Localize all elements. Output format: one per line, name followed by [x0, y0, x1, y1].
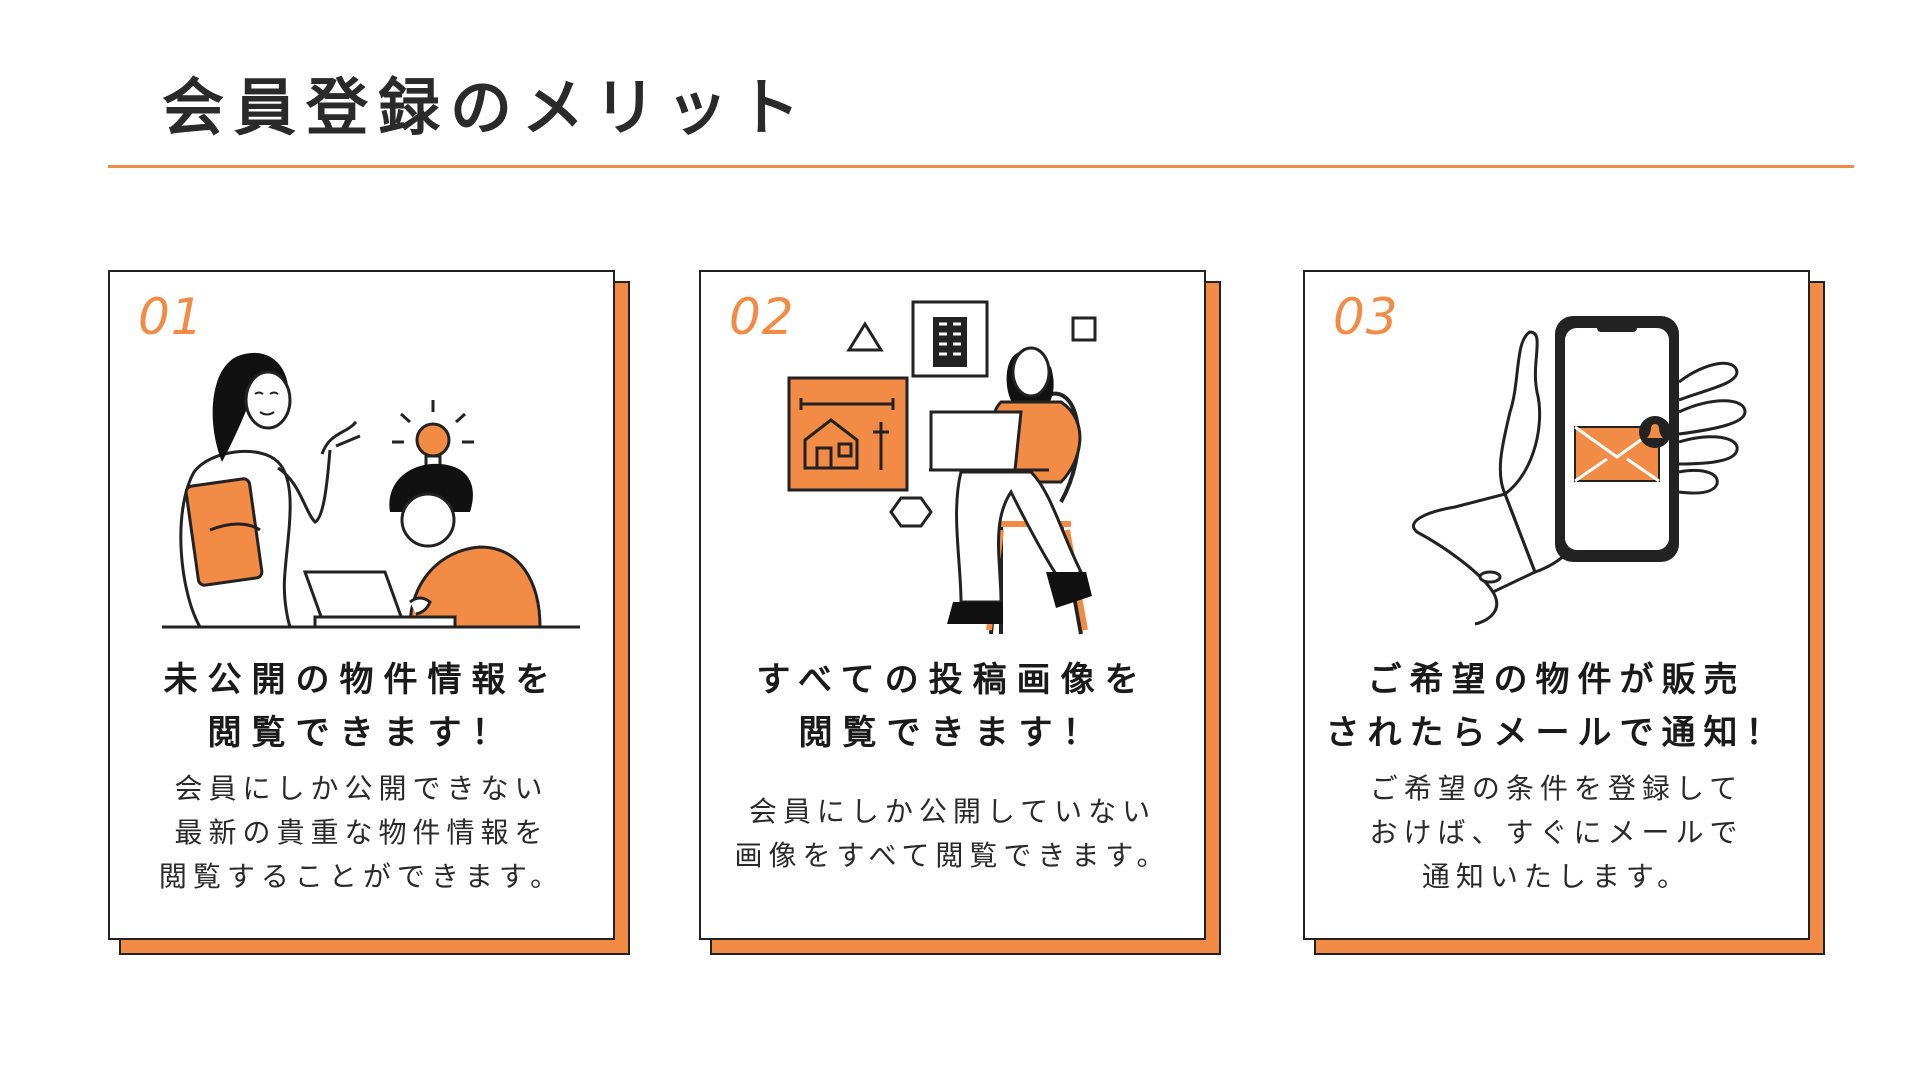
- card-description: 会員にしか公開できない 最新の貴重な物件情報を 閲覧することができます。: [110, 767, 613, 899]
- page-title: 会員登録のメリット: [162, 71, 811, 144]
- card-heading: すべての投稿画像を 閲覧できます！: [701, 654, 1204, 760]
- card-description-line: おけば、すぐにメールで: [1369, 816, 1744, 849]
- title-divider: [108, 165, 1854, 168]
- card-description-line: 会員にしか公開していない: [748, 795, 1157, 828]
- hand-holding-phone-mail-illustration: [1412, 316, 1747, 626]
- card-heading-line: 未公開の物件情報を: [163, 660, 560, 700]
- card-heading-line: 閲覧できます！: [207, 713, 516, 753]
- card-number: 01: [138, 288, 204, 346]
- card-heading-line: ご希望の物件が販売: [1367, 660, 1746, 700]
- benefit-card-1: 01 未公開の物件情報を 閲覧できます！ 会員にしか公開できない: [108, 270, 615, 940]
- card-number: 02: [729, 288, 795, 346]
- benefit-card-3: 03 ご希望の物件が販売 されたらメールで通知！ ご希望の条件を登録して おけば…: [1303, 270, 1810, 940]
- card-description-line: 最新の貴重な物件情報を: [174, 816, 549, 849]
- card-heading-line: すべての投稿画像を: [756, 660, 1149, 700]
- card-description-line: 通知いたします。: [1421, 860, 1692, 893]
- card-description-line: 会員にしか公開できない: [174, 772, 549, 805]
- woman-and-child-laptop-illustration: [162, 352, 580, 629]
- card-heading: 未公開の物件情報を 閲覧できます！: [110, 654, 613, 760]
- card-heading-line: 閲覧できます！: [798, 713, 1107, 753]
- card-description-line: 閲覧することができます。: [158, 860, 565, 893]
- card-description: 会員にしか公開していない 画像をすべて閲覧できます。: [701, 790, 1204, 878]
- card-description: ご希望の条件を登録して おけば、すぐにメールで 通知いたします。: [1305, 767, 1808, 899]
- card-description-line: 画像をすべて閲覧できます。: [734, 839, 1171, 872]
- card-description-line: ご希望の条件を登録して: [1369, 772, 1744, 805]
- benefit-card-2: 02 すべての投稿画像を 閲覧できま: [699, 270, 1206, 940]
- card-heading-line: されたらメールで通知！: [1325, 713, 1788, 753]
- woman-browsing-house-images-illustration: [787, 300, 1097, 635]
- card-heading: ご希望の物件が販売 されたらメールで通知！: [1305, 654, 1808, 760]
- card-number: 03: [1333, 288, 1399, 346]
